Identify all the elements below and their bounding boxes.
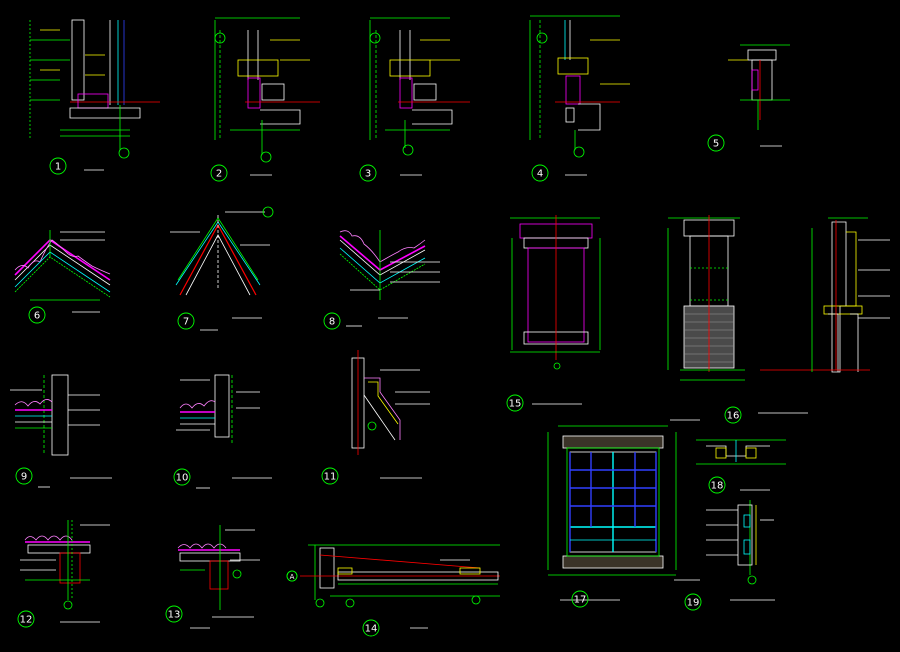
detail-bubble-circle <box>506 394 524 412</box>
detail-bubble-12: 12 <box>17 610 35 628</box>
detail-number: 6 <box>34 311 40 322</box>
detail-bubble-circle <box>17 610 35 628</box>
detail-8-roof-valley <box>339 230 440 327</box>
detail-number: 1 <box>55 162 61 173</box>
detail-4-wall-section <box>529 15 630 176</box>
detail-number: 11 <box>324 472 337 483</box>
detail-bubble-circle <box>321 467 339 485</box>
detail-bubble-1: 1 <box>49 157 67 175</box>
detail-13-cornice-section <box>177 525 260 629</box>
detail-number: 4 <box>537 169 543 180</box>
detail-bubble-13: 13 <box>165 605 183 623</box>
detail-number: 14 <box>365 624 378 635</box>
detail-bubble-circle <box>323 312 341 330</box>
detail-bubble-circle <box>49 157 67 175</box>
detail-bubble-3: 3 <box>359 164 377 182</box>
detail-bubble-7: 7 <box>177 312 195 330</box>
detail-bubble-5: 5 <box>707 134 725 152</box>
detail-bubble-circle <box>173 468 191 486</box>
detail-bubble-17: 17 <box>571 590 589 608</box>
detail-number: 2 <box>216 169 222 180</box>
detail-bubble-6: 6 <box>28 306 46 324</box>
detail-number: 16 <box>727 411 740 422</box>
detail-number: 3 <box>365 169 371 180</box>
detail-number: 17 <box>574 595 587 606</box>
detail-11-eave-section <box>351 350 430 479</box>
detail-5-parapet-section <box>728 44 790 147</box>
detail-bubble-9: 9 <box>15 467 33 485</box>
detail-bubble-14: 14 <box>362 619 380 637</box>
detail-bubble-circle <box>28 306 46 324</box>
detail-12-cornice-section <box>20 520 110 623</box>
detail-18-window-head-plan <box>696 439 786 491</box>
detail-bubble-circle <box>684 593 702 611</box>
detail-17-window-elevation <box>547 419 700 601</box>
detail-number: 10 <box>176 473 189 484</box>
detail-bubble-4: 4 <box>531 164 549 182</box>
detail-bubble-15: 15 <box>506 394 524 412</box>
detail-number: 13 <box>168 610 181 621</box>
detail-number: 9 <box>21 472 27 483</box>
detail-6-roof-ridge <box>14 230 111 313</box>
detail-number: 7 <box>183 317 189 328</box>
detail-number: 5 <box>713 139 719 150</box>
detail-1-wall-section <box>29 19 160 171</box>
detail-bubble-18: 18 <box>708 476 726 494</box>
detail-7-ridge-cap <box>170 206 274 331</box>
detail-bubble-circle <box>359 164 377 182</box>
detail-3-wall-section <box>369 17 470 176</box>
detail-bubble-circle <box>724 406 742 424</box>
axis-label: A <box>290 573 295 581</box>
detail-16-pier-elevation-section <box>667 215 890 414</box>
detail-number: 19 <box>687 598 700 609</box>
detail-bubble-circle <box>571 590 589 608</box>
detail-14-threshold-section <box>286 544 500 629</box>
detail-2-wall-section <box>214 17 320 176</box>
detail-9-roof-wall-junction <box>10 374 112 488</box>
detail-bubble-16: 16 <box>724 406 742 424</box>
axis-bubble-a: A <box>286 570 298 582</box>
detail-15-column-elevation <box>510 215 601 405</box>
detail-bubble-circle <box>165 605 183 623</box>
detail-bubble-11: 11 <box>321 467 339 485</box>
detail-19-window-jamb-section <box>706 500 775 601</box>
detail-bubble-2: 2 <box>210 164 228 182</box>
detail-bubble-circle <box>362 619 380 637</box>
detail-10-roof-wall-junction <box>176 374 272 489</box>
detail-bubble-circle <box>531 164 549 182</box>
detail-number: 12 <box>20 615 33 626</box>
detail-number: 8 <box>329 317 335 328</box>
detail-number: 15 <box>509 399 522 410</box>
detail-bubble-circle <box>707 134 725 152</box>
detail-bubble-circle <box>708 476 726 494</box>
detail-bubble-10: 10 <box>173 468 191 486</box>
detail-bubble-8: 8 <box>323 312 341 330</box>
detail-bubble-circle <box>177 312 195 330</box>
detail-number: 18 <box>711 481 724 492</box>
detail-bubble-19: 19 <box>684 593 702 611</box>
detail-bubble-circle <box>210 164 228 182</box>
detail-bubble-circle <box>15 467 33 485</box>
